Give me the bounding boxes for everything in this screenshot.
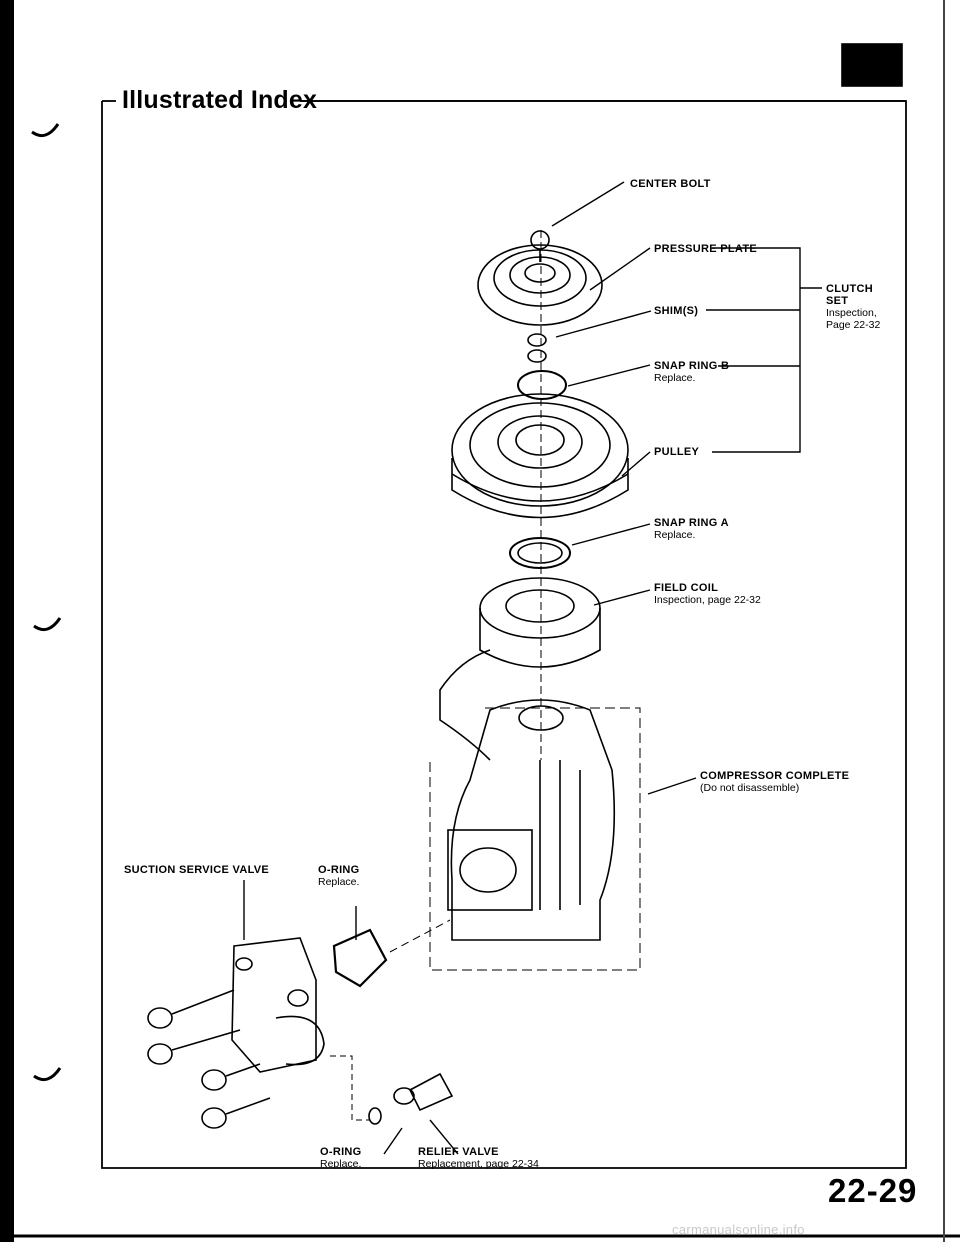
label-snap-ring-a: SNAP RING A bbox=[654, 517, 729, 529]
page-title: Illustrated Index bbox=[122, 86, 318, 114]
bolts bbox=[147, 989, 271, 1129]
label-pressure-plate: PRESSURE PLATE bbox=[654, 243, 758, 255]
label-snap-ring-a-note: Replace. bbox=[654, 529, 696, 541]
suction-valve-part bbox=[231, 937, 325, 1073]
label-oring-top-note: Replace. bbox=[318, 876, 360, 888]
label-center-bolt: CENTER BOLT bbox=[630, 178, 711, 190]
label-clutch-set-note-1: Inspection, bbox=[826, 307, 877, 319]
label-field-coil: FIELD COIL bbox=[654, 582, 719, 594]
label-suction-valve: SUCTION SERVICE VALVE bbox=[124, 864, 270, 876]
center-bolt-part bbox=[530, 230, 550, 262]
field-coil-part bbox=[439, 577, 601, 761]
label-clutch-set-1: CLUTCH bbox=[826, 283, 874, 295]
label-snap-ring-b: SNAP RING B bbox=[654, 360, 730, 372]
footer-watermark: carmanualsonline.info bbox=[672, 1222, 805, 1237]
pulley-part bbox=[451, 393, 629, 519]
section-icon bbox=[841, 43, 903, 87]
label-relief-valve-note: Replacement, page 22-34 bbox=[418, 1158, 539, 1170]
label-shims: SHIM(S) bbox=[654, 305, 699, 317]
pressure-plate-part bbox=[477, 244, 603, 326]
label-clutch-set-note-2: Page 22-32 bbox=[826, 319, 881, 331]
label-oring-bottom: O-RING bbox=[320, 1146, 362, 1158]
label-compressor: COMPRESSOR COMPLETE bbox=[700, 770, 850, 782]
label-snap-ring-b-note: Replace. bbox=[654, 372, 696, 384]
label-field-coil-note: Inspection, page 22-32 bbox=[654, 594, 761, 606]
label-clutch-set-2: SET bbox=[826, 295, 849, 307]
compressor-part bbox=[447, 699, 616, 941]
label-oring-top: O-RING bbox=[318, 864, 360, 876]
label-relief-valve: RELIEF VALVE bbox=[418, 1146, 499, 1158]
label-oring-bottom-note: Replace. bbox=[320, 1158, 362, 1170]
page-number: 22-29 bbox=[828, 1172, 918, 1209]
label-pulley: PULLEY bbox=[654, 446, 700, 458]
left-margin-bar bbox=[0, 0, 14, 1242]
label-compressor-note: (Do not disassemble) bbox=[700, 782, 800, 794]
relief-valve-part bbox=[368, 1072, 454, 1125]
